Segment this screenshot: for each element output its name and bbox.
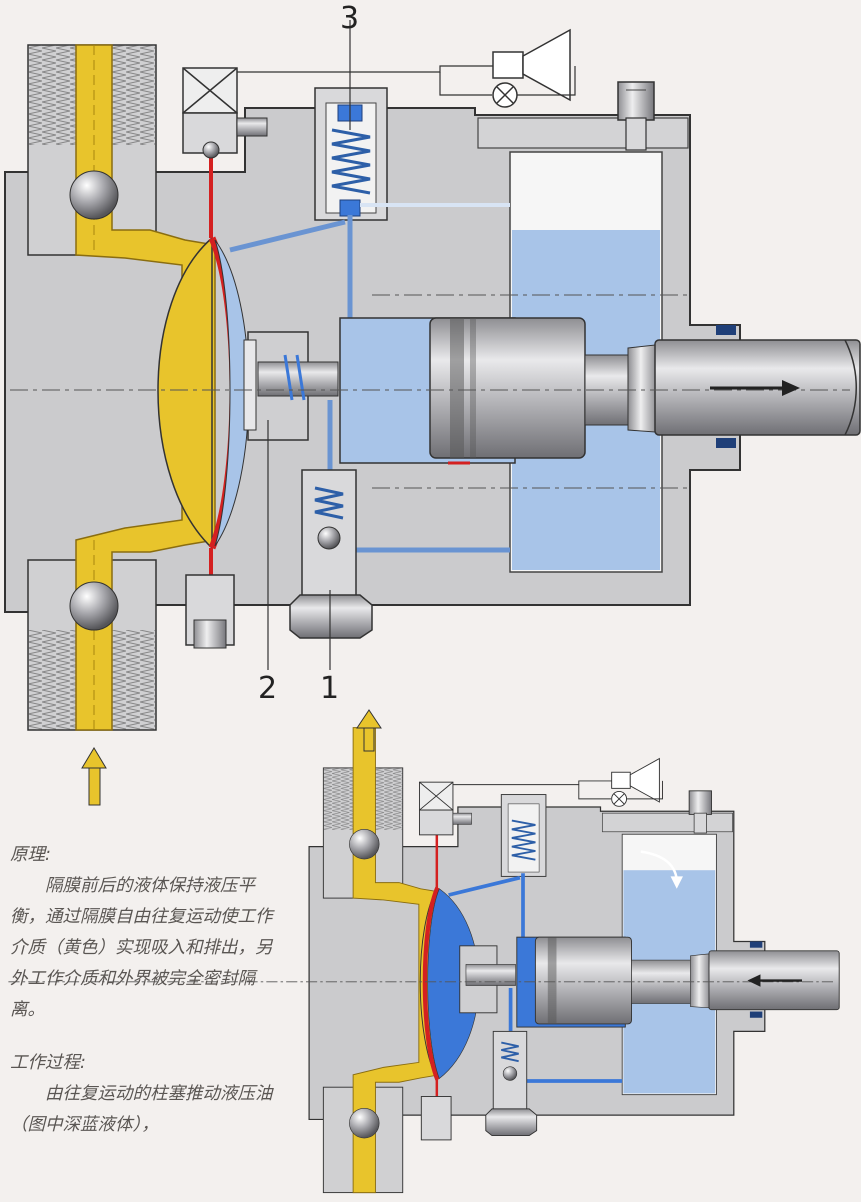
principle-text: 隔膜前后的液体保持液压平衡，通过隔膜自由往复运动使工作介质（黄色）实现吸入和排出…: [10, 876, 273, 1020]
filler-plug: [617, 81, 655, 151]
process-heading: 工作过程:: [10, 1053, 86, 1073]
relief-valve: [314, 20, 388, 221]
bleed-check-valve: [289, 469, 373, 639]
callout-3: 3: [340, 1, 359, 36]
arrow-right-icon: [710, 380, 800, 396]
oil-passages: [229, 203, 510, 553]
top-pump: [4, 20, 861, 806]
solenoid-icon: [492, 28, 571, 102]
check-valve-ball: [69, 170, 119, 220]
description-panel: 原理: 隔膜前后的液体保持液压平衡，通过隔膜自由往复运动使工作介质（黄色）实现吸…: [10, 840, 280, 1141]
callout-1: 1: [320, 671, 339, 706]
signal-circuit: [237, 28, 576, 108]
working-medium-chamber: [157, 236, 213, 550]
check-valve-ball: [69, 581, 119, 631]
arrow-up-icon: [81, 747, 107, 806]
drain-fitting: [185, 574, 235, 649]
diaphragm: [422, 886, 440, 1081]
bottom-pump: [8, 727, 840, 1194]
callout-2: 2: [258, 671, 277, 706]
diaphragm-sensor: [182, 67, 268, 159]
arrow-up-icon: [356, 709, 382, 752]
working-medium-channel: [75, 44, 216, 731]
plunger-seals: [716, 325, 736, 448]
arrow-left-icon: [747, 974, 803, 987]
diaphragm-chamber: [157, 150, 250, 630]
lamp-icon: [492, 82, 518, 108]
process-text: 由往复运动的柱塞推动液压油（图中深蓝液体），: [10, 1084, 273, 1135]
principle-heading: 原理:: [10, 845, 51, 865]
oil-side-chamber: [214, 239, 250, 547]
oil-return-arrow-icon: [640, 850, 683, 889]
suction-discharge-fittings: [27, 44, 216, 731]
